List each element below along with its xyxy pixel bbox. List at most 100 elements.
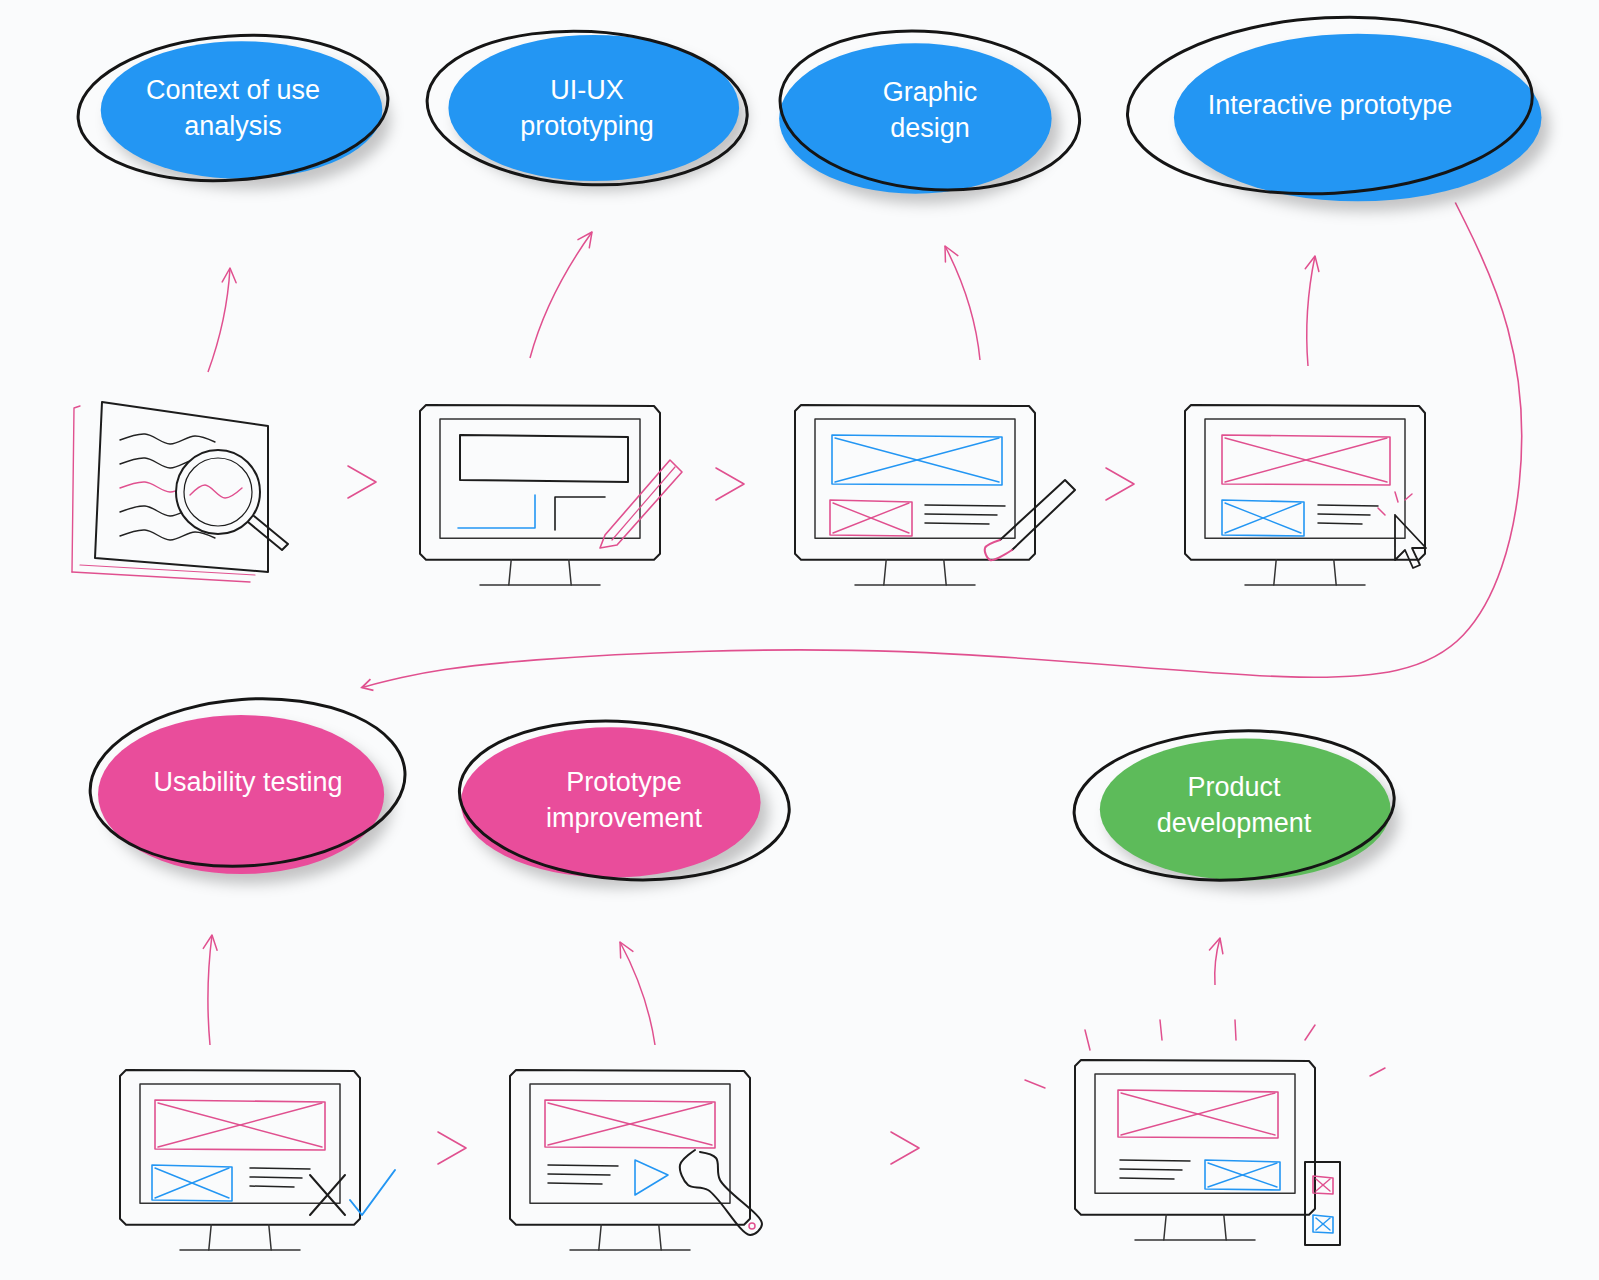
monitor-stand [1274,560,1276,585]
wrench-hole [749,1223,755,1229]
document-wave [120,434,215,444]
monitor-frame [120,1070,360,1225]
monitor-stand [884,560,886,585]
monitor-screen [140,1084,340,1203]
pointer-arrow [208,268,230,372]
text-lines [548,1183,602,1184]
pencil [600,460,682,548]
monitor-screen [530,1084,730,1203]
monitor-stand [480,584,600,586]
mouse-cursor [1395,515,1426,568]
blob-node: Prototype improvement [454,713,795,888]
pointer-arrow [208,935,212,1045]
image-placeholder [1222,500,1304,536]
blob-label: Usability testing [153,764,342,800]
layout-block [460,435,628,482]
image-placeholder [1118,1090,1278,1138]
pointer-arrowhead [578,232,592,248]
image-placeholder [1225,438,1387,482]
image-placeholder [1316,1179,1330,1191]
monitor-stand [509,560,511,585]
blob-fill [460,727,760,878]
flow-connector [362,203,1522,688]
document-shadow [80,565,255,575]
pointer-arrowhead [1209,938,1222,954]
blob-outline [73,25,393,190]
text-lines [925,505,1005,506]
blob-label: UI-UX prototyping [491,72,683,145]
blob-label: Interactive prototype [1208,87,1453,123]
blob-inner: Usability testing [85,690,410,875]
image-placeholder [158,1103,322,1147]
text-lines [1318,505,1378,506]
blob-outline [1123,7,1537,203]
blob-shape [454,713,795,888]
monitor-stand [855,584,975,586]
blob-label: Graphic design [840,74,1020,147]
blob-outline [85,688,411,876]
image-placeholder [1222,435,1390,485]
flow-chevron [438,1132,466,1164]
pointer-arrow [530,232,592,358]
fail-cross [310,1175,345,1215]
blob-node: Context of use analysis [73,28,393,188]
text-lines [250,1186,294,1187]
monitor-stand [1135,1239,1255,1241]
image-placeholder [1225,503,1301,533]
blob-fill [1100,738,1391,880]
brush-tip [985,540,1012,560]
image-placeholder [158,1103,322,1147]
image-placeholder [1316,1218,1330,1230]
layout-block [458,495,535,528]
text-lines [250,1168,310,1169]
wrench [680,1150,762,1235]
blob-shape [1069,723,1399,888]
text-lines [548,1165,618,1166]
monitor-stand [269,1225,271,1250]
blob-shape [775,23,1085,198]
image-placeholder [832,435,1002,485]
image-placeholder [1313,1215,1333,1233]
image-placeholder [548,1103,712,1145]
blob-node: Graphic design [775,23,1085,198]
image-placeholder [1313,1176,1333,1194]
highlight-ray [1025,1080,1045,1088]
monitor-stand [1164,1215,1166,1240]
blob-shape [422,23,752,193]
blob-inner: Interactive prototype [1121,8,1539,203]
image-placeholder [1121,1093,1275,1135]
highlight-ray [1235,1020,1236,1040]
flow-chevron [1106,468,1134,500]
pointer-arrowhead [945,246,958,262]
pencil [612,467,675,540]
text-lines [1120,1160,1190,1161]
monitor-screen [815,419,1015,538]
pointer-arrowhead [203,935,217,950]
blob-inner: Graphic design [775,23,1085,198]
image-placeholder [1316,1179,1330,1191]
monitor-stand [944,560,946,585]
text-lines [1318,523,1362,524]
monitor-screen [1205,419,1405,538]
monitor-stand [569,560,571,585]
click-mark [1405,494,1412,500]
flow-chevron [891,1132,919,1164]
blob-shape [73,28,393,188]
image-placeholder [835,438,999,482]
magnifier-handle [248,516,288,550]
text-lines [1318,514,1370,515]
highlight-ray [1305,1025,1315,1040]
image-placeholder [1225,503,1301,533]
brush-handle [1000,480,1075,550]
blob-fill [779,43,1052,194]
monitor-stand [659,1225,661,1250]
blob-inner: UI-UX prototyping [422,23,752,193]
text-lines [925,514,997,515]
flow-chevron [716,468,744,500]
pointer-arrowhead [620,942,633,958]
blob-fill [1174,33,1542,201]
image-placeholder [545,1100,715,1148]
blob-outline [423,23,751,193]
image-placeholder [830,500,912,536]
